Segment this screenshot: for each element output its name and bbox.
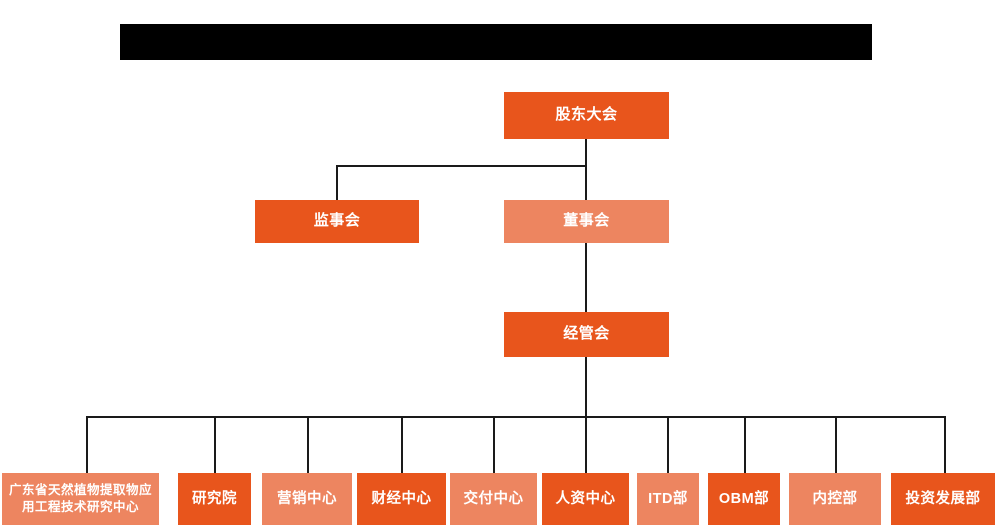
connector-drop-1: [86, 416, 88, 473]
node-shareholders-meeting[interactable]: 股东大会: [504, 92, 669, 139]
node-department-internal-control[interactable]: 内控部: [789, 473, 881, 525]
connector-shareholders-down: [585, 139, 587, 166]
node-board-of-directors[interactable]: 董事会: [504, 200, 669, 243]
node-label: ITD部: [648, 490, 688, 507]
connector-drop-8: [744, 416, 746, 473]
connector-drop-5: [493, 416, 495, 473]
node-department-hr-center[interactable]: 人资中心: [542, 473, 629, 525]
node-label: 交付中心: [463, 490, 524, 507]
connector-directors-to-management: [585, 241, 587, 312]
node-department-investment-development[interactable]: 投资发展部: [891, 473, 995, 525]
node-label: 财经中心: [371, 490, 432, 507]
node-label: 经管会: [563, 325, 610, 343]
node-board-of-supervisors[interactable]: 监事会: [255, 200, 419, 243]
connector-drop-3: [307, 416, 309, 473]
node-label: 广东省天然植物提取物应 用工程技术研究中心: [8, 483, 152, 514]
connector-drop-7: [667, 416, 669, 473]
node-label: 研究院: [192, 490, 237, 507]
connector-l1-horizontal-bus: [336, 165, 587, 167]
node-department-marketing-center[interactable]: 营销中心: [262, 473, 352, 525]
connector-drop-4: [401, 416, 403, 473]
node-department-finance-center[interactable]: 财经中心: [357, 473, 446, 525]
node-department-obm[interactable]: OBM部: [708, 473, 780, 525]
connector-drop-2: [214, 416, 216, 473]
node-department-itd[interactable]: ITD部: [637, 473, 699, 525]
node-department-research-institute[interactable]: 研究院: [178, 473, 251, 525]
connector-drop-6: [585, 416, 587, 473]
node-label: 监事会: [313, 212, 361, 230]
redacted-title-bar: [120, 24, 872, 60]
node-label: 董事会: [563, 212, 610, 230]
connector-drop-9: [835, 416, 837, 473]
node-label: 内控部: [812, 490, 858, 507]
node-label: 人资中心: [555, 490, 616, 507]
node-label: 投资发展部: [905, 490, 981, 507]
connector-to-directors: [585, 165, 587, 201]
node-label: 股东大会: [555, 106, 618, 124]
node-label: OBM部: [718, 490, 770, 507]
node-label: 营销中心: [277, 490, 337, 507]
connector-department-bus: [86, 416, 945, 418]
connector-to-supervisors: [336, 165, 338, 201]
node-department-delivery-center[interactable]: 交付中心: [450, 473, 537, 525]
node-department-guangdong-research-center[interactable]: 广东省天然植物提取物应 用工程技术研究中心: [2, 473, 159, 525]
connector-drop-10: [944, 416, 946, 473]
node-management-committee[interactable]: 经管会: [504, 312, 669, 357]
connector-management-down: [585, 357, 587, 417]
